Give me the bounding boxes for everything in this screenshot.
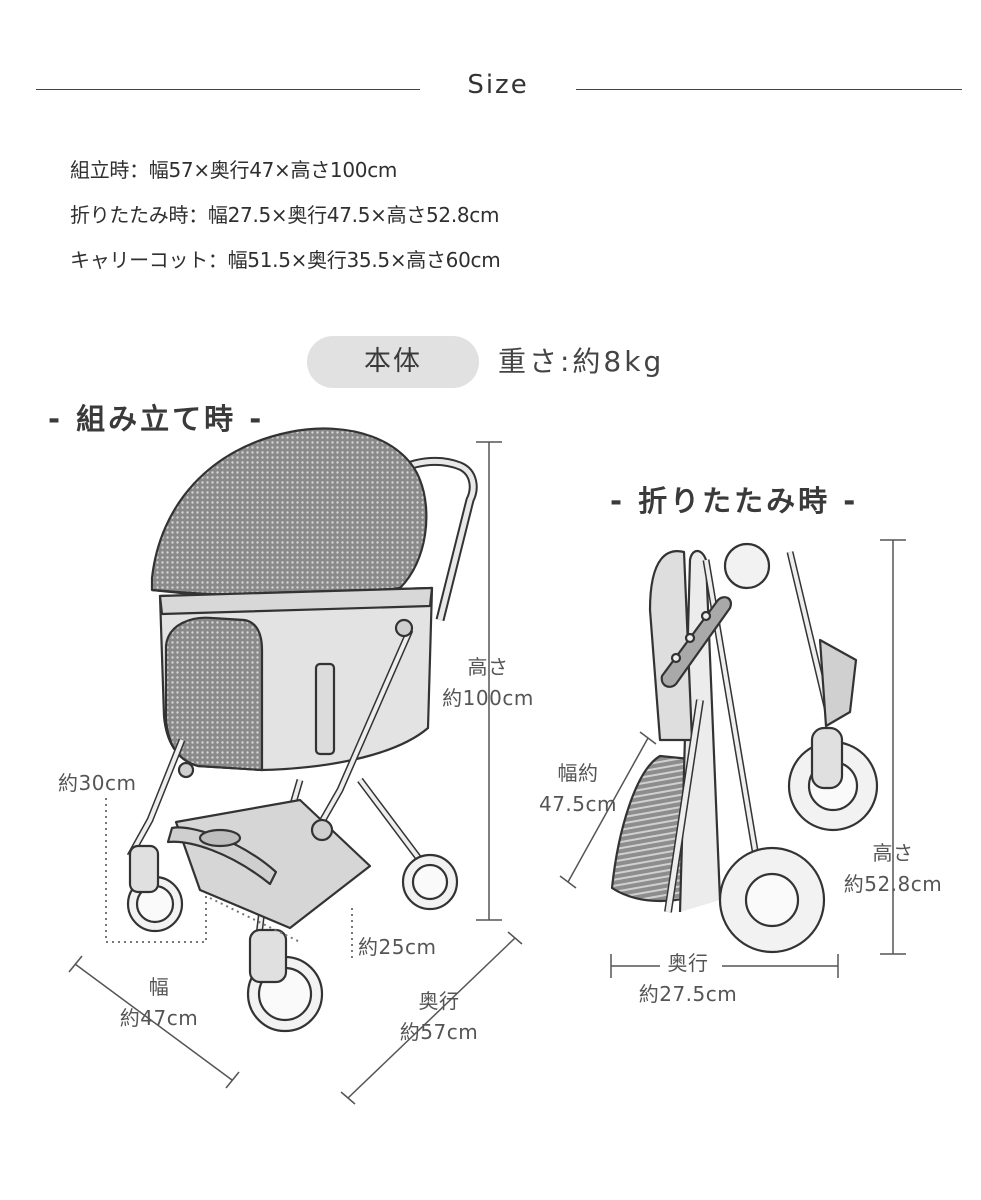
assembled-height-label: 高さ 約100cm — [432, 652, 544, 714]
spec-folded: 折りたたみ時：幅27.5×奥行47.5×高さ52.8cm — [70, 203, 500, 227]
assembled-dotted-lines — [105, 798, 353, 962]
assembled-depth-label: 奥行 約57cm — [384, 986, 494, 1048]
header-rule-left — [36, 89, 420, 90]
spec-carrycot: キャリーコット：幅51.5×奥行35.5×高さ60cm — [70, 248, 501, 272]
header-rule-right — [576, 89, 962, 90]
folded-height-value: 約52.8cm — [843, 872, 943, 896]
folded-width-label-text: 幅約 — [557, 761, 599, 785]
folded-dimension-lines — [559, 539, 906, 978]
assembled-width-label-text: 幅 — [148, 975, 170, 999]
body-pill: 本体 — [307, 336, 479, 388]
assembled-basket-depth: 約25cm — [358, 935, 437, 959]
assembled-heading: - 組み立て時 - — [48, 402, 265, 436]
folded-height-label: 高さ 約52.8cm — [830, 838, 956, 900]
folded-width-value: 47.5cm — [538, 792, 617, 816]
assembled-height-label-text: 高さ — [467, 655, 509, 679]
assembled-width-label: 幅 約47cm — [104, 972, 214, 1034]
assembled-dimension-lines — [68, 441, 523, 1105]
spec-assembled: 組立時：幅57×奥行47×高さ100cm — [70, 158, 398, 182]
assembled-depth-value: 約57cm — [399, 1020, 479, 1044]
section-title: Size — [467, 70, 529, 100]
assembled-basket-height: 約30cm — [58, 771, 137, 795]
folded-stroller-drawing — [610, 542, 879, 954]
assembled-stroller-drawing — [126, 427, 478, 1033]
folded-width-label: 幅約 47.5cm — [528, 758, 628, 820]
folded-heading: - 折りたたみ時 - — [610, 484, 859, 518]
assembled-height-value: 約100cm — [442, 686, 534, 710]
weight-text: 重さ:約8kg — [498, 345, 665, 378]
assembled-width-value: 約47cm — [119, 1006, 199, 1030]
folded-depth-label-text: 奥行 — [667, 951, 709, 975]
folded-depth-value: 約27.5cm — [638, 982, 738, 1006]
assembled-depth-label-text: 奥行 — [418, 989, 460, 1013]
folded-depth-label: 奥行 約27.5cm — [628, 948, 748, 1010]
folded-height-label-text: 高さ — [872, 841, 914, 865]
